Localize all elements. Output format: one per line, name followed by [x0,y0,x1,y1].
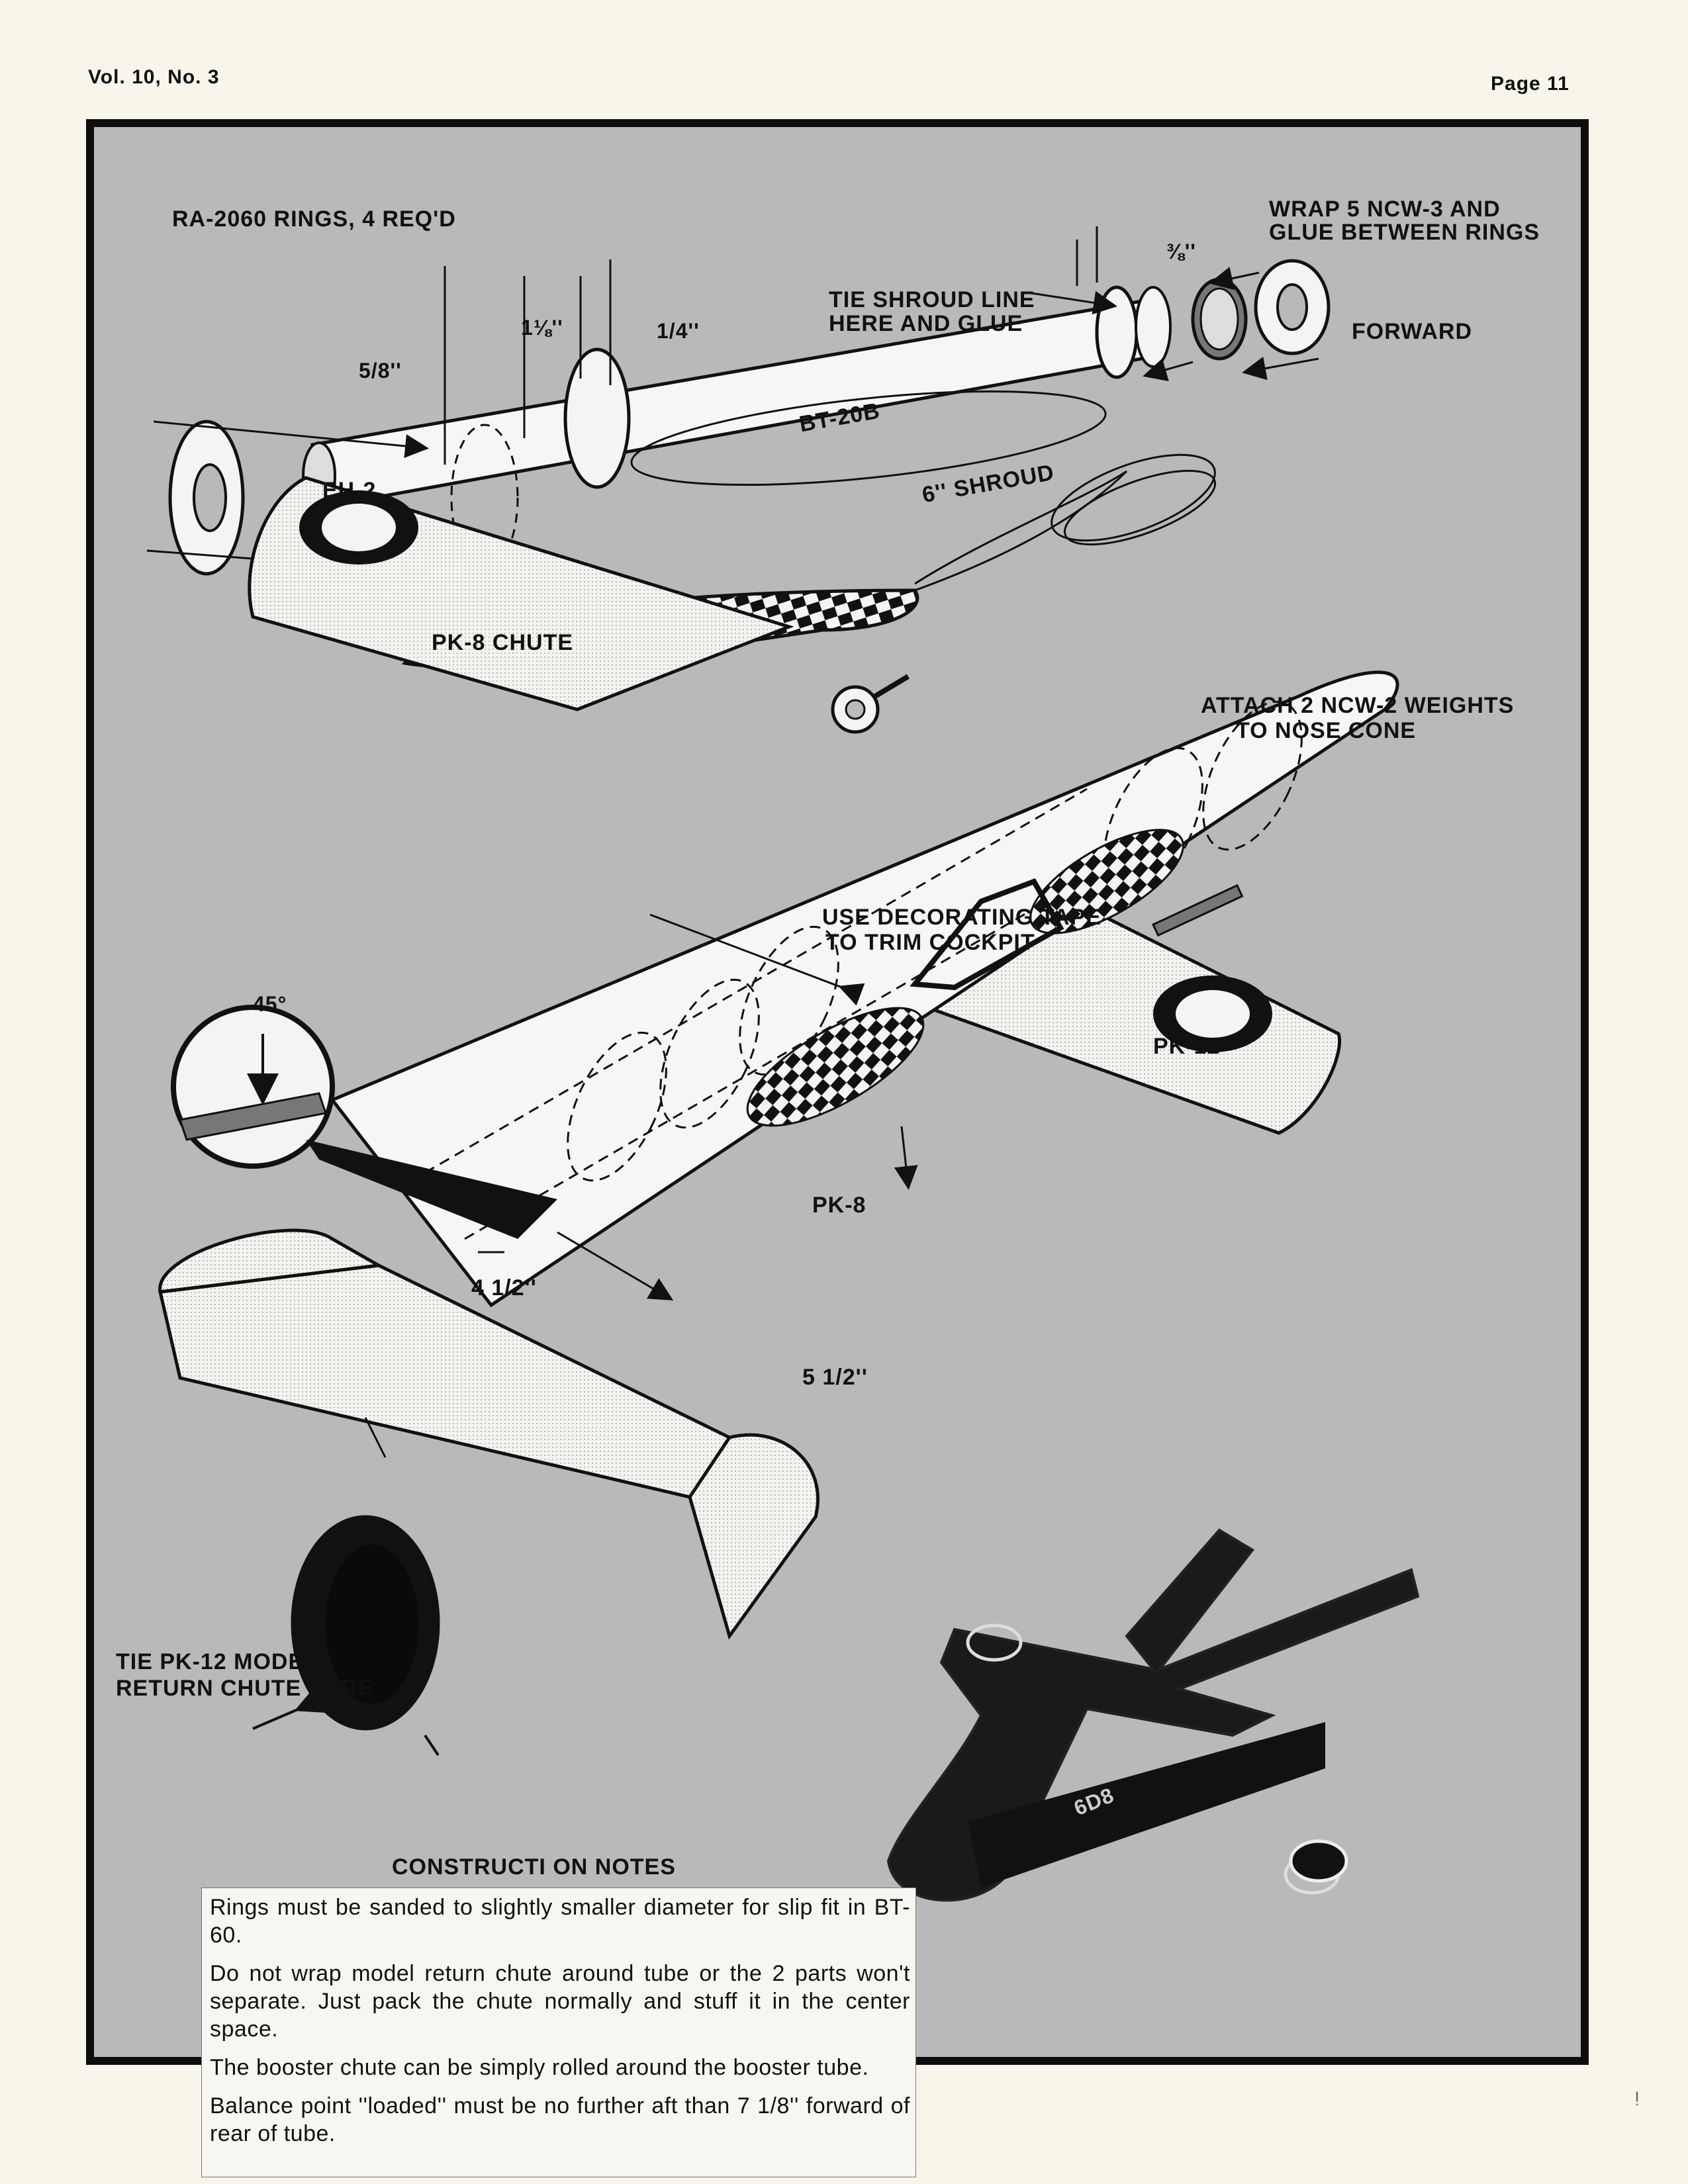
pk8-chute-label: PK-8 CHUTE [432,630,574,655]
dim-1-1-8-label: 1⅛'' [521,316,563,340]
ra2060-ring-mid [563,347,631,489]
corner-scan-mark: ᵎ [1635,2085,1640,2114]
illustration-background: RA-2060 RINGS, 4 REQ'D WRAP 5 NCW-3 AND … [94,127,1581,2177]
tie-shroud-label-line1: TIE SHROUD LINE [829,287,1035,312]
eh2-label: EH-2 [322,478,377,503]
pk8-packed-chute [746,1007,925,1127]
bevel-detail [171,1005,557,1239]
shroud-loop [630,390,1107,486]
decorating-tape-line2: TO TRIM COCKPIT [825,930,1035,955]
attach-weights-line2: TO NOSE CONE [1236,718,1417,743]
construction-note: Rings must be sanded to slightly smaller… [210,1895,910,1948]
construction-notes-box: Rings must be sanded to slightly smaller… [201,1888,916,2177]
volume-header: Vol. 10, No. 3 [88,66,220,88]
wrap-label-line2: GLUE BETWEEN RINGS [1269,220,1540,245]
construction-notes-title: CONSTRUCTI ON NOTES [392,1854,676,1880]
cockpit-canopy [910,878,1064,991]
dim-5-8-label: 5/8'' [359,359,402,383]
dim-1-4-label: 1/4'' [657,319,700,343]
forward-label: FORWARD [1352,319,1473,344]
booster-tube-group [146,226,1331,592]
tail-fin-right [688,1433,820,1640]
construction-note: Do not wrap model return chute around tu… [210,1961,910,2042]
pk12-packed-chute [1029,829,1184,934]
bevel-angle-label: 45° [253,992,287,1016]
fuselage [330,670,1399,1308]
horizontal-tail [158,1263,732,1499]
pk8-label: PK-8 [812,1193,867,1218]
illustration-panel: RA-2060 RINGS, 4 REQ'D WRAP 5 NCW-3 AND … [86,119,1589,2177]
attach-weights-line1: ATTACH 2 NCW-2 WEIGHTS [1201,693,1515,718]
decorating-tape-line1: USE DECORATING TAPE [822,905,1102,930]
tie-shroud-label-line2: HERE AND GLUE [829,311,1023,336]
tail-fin-left [158,1228,384,1294]
tie-pk12-label-line1: TIE PK-12 MODEL [116,1649,318,1674]
rings-label: RA-2060 RINGS, 4 REQ'D [172,206,456,232]
ncw2-weight [831,674,910,734]
tie-pk12-label-line2: RETURN CHUTE HERE [116,1676,374,1701]
dim-3-8-label: ⅜'' [1166,240,1196,263]
finished-model-photo [886,1528,1420,1902]
dim-4-1-2-label: 4 1/2'' [471,1275,537,1300]
construction-note: The booster chute can be simply rolled a… [210,2055,869,2080]
assembly-drawing [146,226,1420,1902]
page-number: Page 11 [1491,73,1570,95]
construction-note: Balance point ''loaded'' must be no furt… [210,2093,910,2146]
pk12-label: PK-12 [1153,1034,1221,1059]
wrap-label-line1: WRAP 5 NCW-3 AND [1269,197,1501,222]
launch-lug [1152,884,1244,937]
dim-5-1-2-label: 5 1/2'' [802,1365,868,1390]
